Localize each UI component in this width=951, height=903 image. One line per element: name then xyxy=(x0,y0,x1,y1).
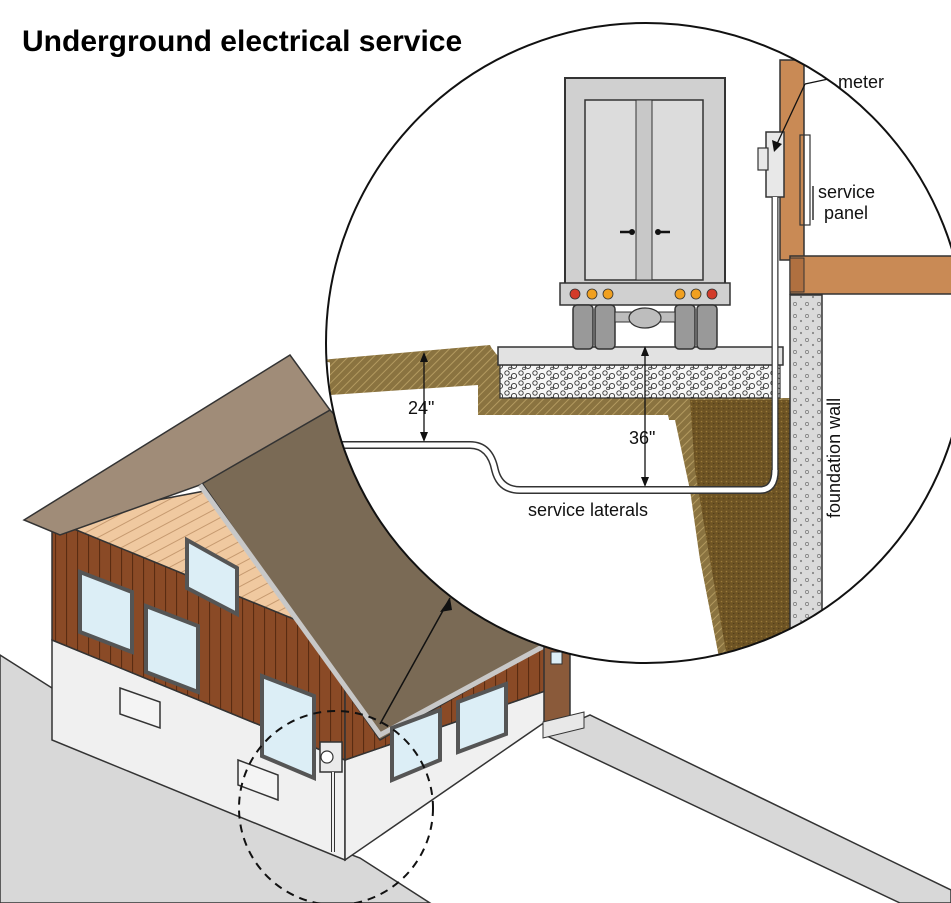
meter-label: meter xyxy=(838,72,884,92)
house xyxy=(22,353,585,862)
dimension-24 xyxy=(420,352,428,442)
dimension-36 xyxy=(641,346,649,487)
magnified-detail xyxy=(325,22,951,664)
service-panel-label-line1: service xyxy=(818,182,875,202)
detail-callout xyxy=(238,597,452,903)
truck xyxy=(559,77,731,350)
depth-36-label: 36" xyxy=(629,428,655,448)
service-panel-label-line2: panel xyxy=(824,203,868,223)
service-laterals-label: service laterals xyxy=(528,500,648,520)
depth-24-label: 24" xyxy=(408,398,434,418)
diagram-title: Underground electrical service xyxy=(22,25,462,58)
foundation-wall-label: foundation wall xyxy=(824,398,844,518)
